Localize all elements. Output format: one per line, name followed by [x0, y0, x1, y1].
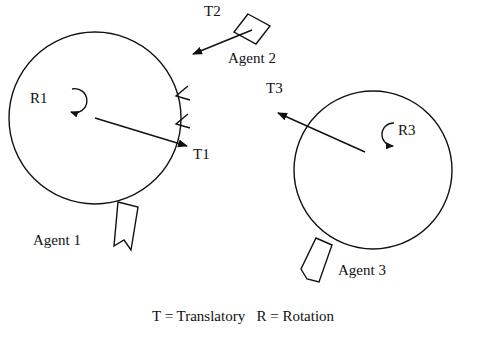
gripper-shape: [301, 238, 332, 282]
agent-outline-shape: [9, 32, 181, 204]
translation-label: T2: [204, 3, 221, 20]
translation-label: T3: [266, 80, 283, 97]
rotation-label: R1: [30, 90, 48, 107]
agent-circle: R3Agent 3: [293, 90, 453, 250]
rotation-arc: [382, 123, 394, 146]
caption: T = Translatory R = Rotation: [152, 308, 334, 325]
agent-outline: [293, 90, 453, 250]
agent-outline: [232, 12, 272, 46]
agent-outline-shape: [234, 14, 270, 44]
agent-circle: R1Agent 1: [8, 31, 182, 205]
rotation-label: R3: [398, 122, 416, 139]
agent-label: Agent 3: [338, 262, 386, 279]
agent-diamond: Agent 2: [232, 12, 272, 46]
translation-arrow: [278, 113, 365, 152]
agent-outline: [8, 31, 182, 205]
sensor-mark: [176, 114, 190, 128]
translation-arrow: [95, 118, 187, 146]
agent-label: Agent 2: [228, 50, 276, 67]
gripper-shape: [114, 202, 138, 250]
agent-label: Agent 1: [33, 232, 81, 249]
agent-outline-shape: [294, 91, 452, 249]
rotation-arc: [71, 89, 87, 113]
translation-label: T1: [193, 146, 210, 163]
